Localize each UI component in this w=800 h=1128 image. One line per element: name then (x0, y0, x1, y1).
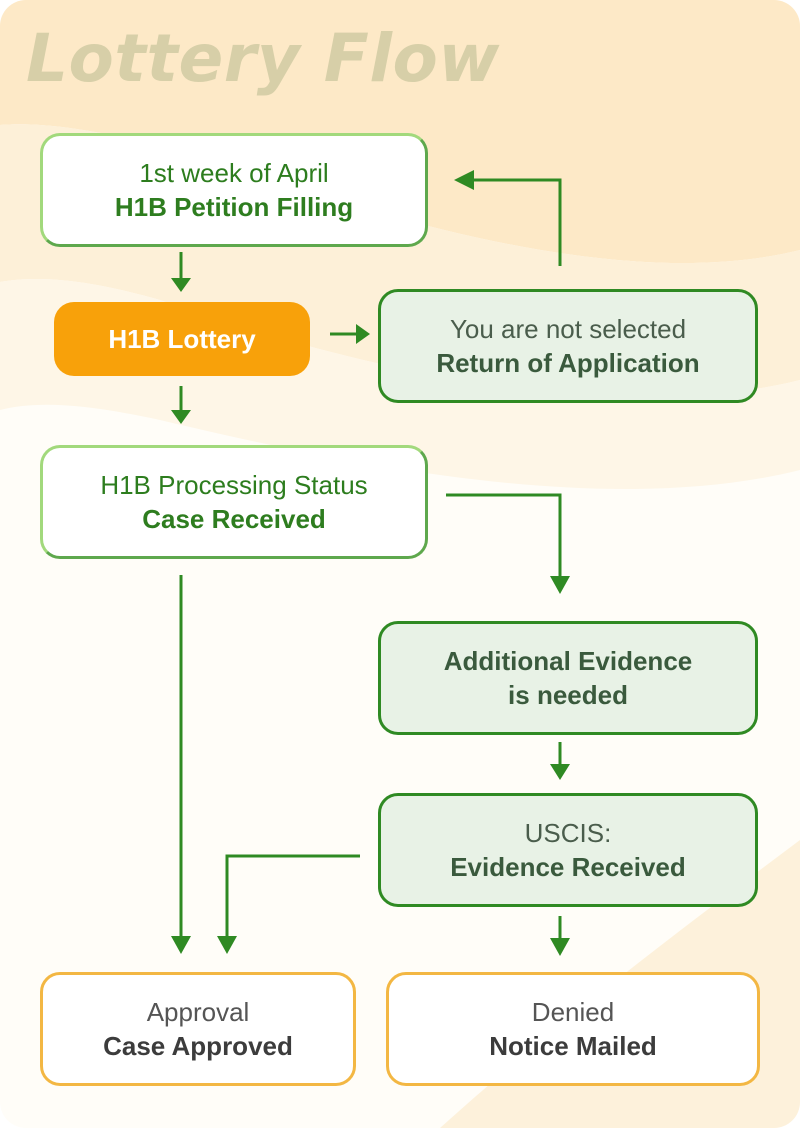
node-not-selected-line2: Return of Application (436, 348, 700, 378)
node-evidence-needed-line2: is needed (508, 680, 628, 710)
node-case-approved-line2: Case Approved (103, 1031, 293, 1061)
node-petition-filing-line2: H1B Petition Filling (114, 192, 354, 222)
node-evidence-received-line1: USCIS: (524, 818, 612, 848)
node-processing-status-line1: H1B Processing Status (100, 470, 368, 500)
node-notice-mailed-line1: Denied (531, 997, 615, 1027)
node-evidence-received-line2: Evidence Received (450, 852, 686, 882)
node-processing-status-line2: Case Received (142, 504, 326, 534)
node-evidence-needed-line1: Additional Evidence (443, 646, 693, 676)
node-evidence-needed: Additional Evidence is needed (378, 621, 758, 735)
node-not-selected: You are not selected Return of Applicati… (378, 289, 758, 403)
node-notice-mailed-line2: Notice Mailed (489, 1031, 657, 1061)
node-h1b-lottery-label: H1B Lottery (108, 324, 256, 354)
node-evidence-received: USCIS: Evidence Received (378, 793, 758, 907)
node-not-selected-line1: You are not selected (449, 314, 687, 344)
node-petition-filing-line1: 1st week of April (139, 158, 329, 188)
node-case-approved-line1: Approval (146, 997, 250, 1027)
node-petition-filing: 1st week of April H1B Petition Filling (40, 133, 428, 247)
node-notice-mailed: Denied Notice Mailed (386, 972, 760, 1086)
node-processing-status: H1B Processing Status Case Received (40, 445, 428, 559)
node-case-approved: Approval Case Approved (40, 972, 356, 1086)
node-h1b-lottery: H1B Lottery (54, 302, 310, 376)
diagram-title: Lottery Flow (26, 20, 500, 97)
